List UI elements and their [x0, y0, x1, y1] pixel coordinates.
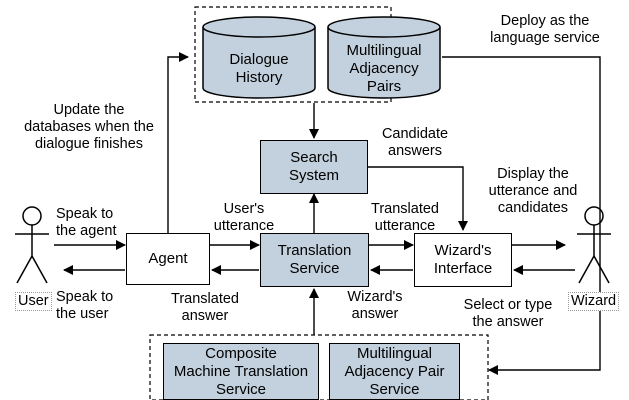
database-group — [194, 6, 392, 103]
wizards-interface-box: Wizard's Interface — [414, 233, 512, 287]
agent-box: Agent — [126, 233, 210, 285]
candidate-answers-arrow — [368, 166, 468, 231]
user-label: User — [15, 292, 52, 311]
language-service-group — [149, 334, 489, 400]
speak-to-user-label: Speak to the user — [56, 289, 114, 322]
users-utterance-label: User's utterance — [213, 201, 275, 234]
adjacency-pairs-cylinder — [327, 16, 441, 99]
wizard-label: Wizard — [568, 292, 620, 311]
deploy-label: Deploy as the language service — [490, 13, 600, 46]
select-or-type-label: Select or type the answer — [463, 297, 553, 330]
search-system-box: Search System — [260, 140, 368, 194]
adjacency-pairs-db-label: Multilingual Adjacency Pairs — [346, 42, 422, 95]
translated-answer-label: Translated answer — [171, 291, 239, 324]
speak-to-agent-label: Speak to the agent — [56, 206, 117, 239]
translation-service-box: Translation Service — [260, 233, 369, 287]
update-db-arrow — [167, 52, 189, 233]
translated-utterance-label: Translated utterance — [371, 201, 439, 234]
update-db-label: Update the databases when the dialogue f… — [24, 102, 154, 152]
wizard-figure — [577, 206, 611, 284]
adjacency-pair-service-box: Multilingual Adjacency Pair Service — [329, 343, 460, 400]
dialogue-history-cylinder — [202, 16, 316, 99]
wizards-answer-label: Wizard's answer — [347, 289, 403, 322]
user-figure — [15, 206, 49, 284]
composite-mt-service-box: Composite Machine Translation Service — [163, 343, 319, 400]
display-label: Display the utterance and candidates — [488, 166, 578, 216]
deploy-arrow — [442, 56, 601, 375]
dialogue-history-label: Dialogue History — [229, 51, 289, 86]
candidate-answers-label: Candidate answers — [381, 126, 449, 159]
